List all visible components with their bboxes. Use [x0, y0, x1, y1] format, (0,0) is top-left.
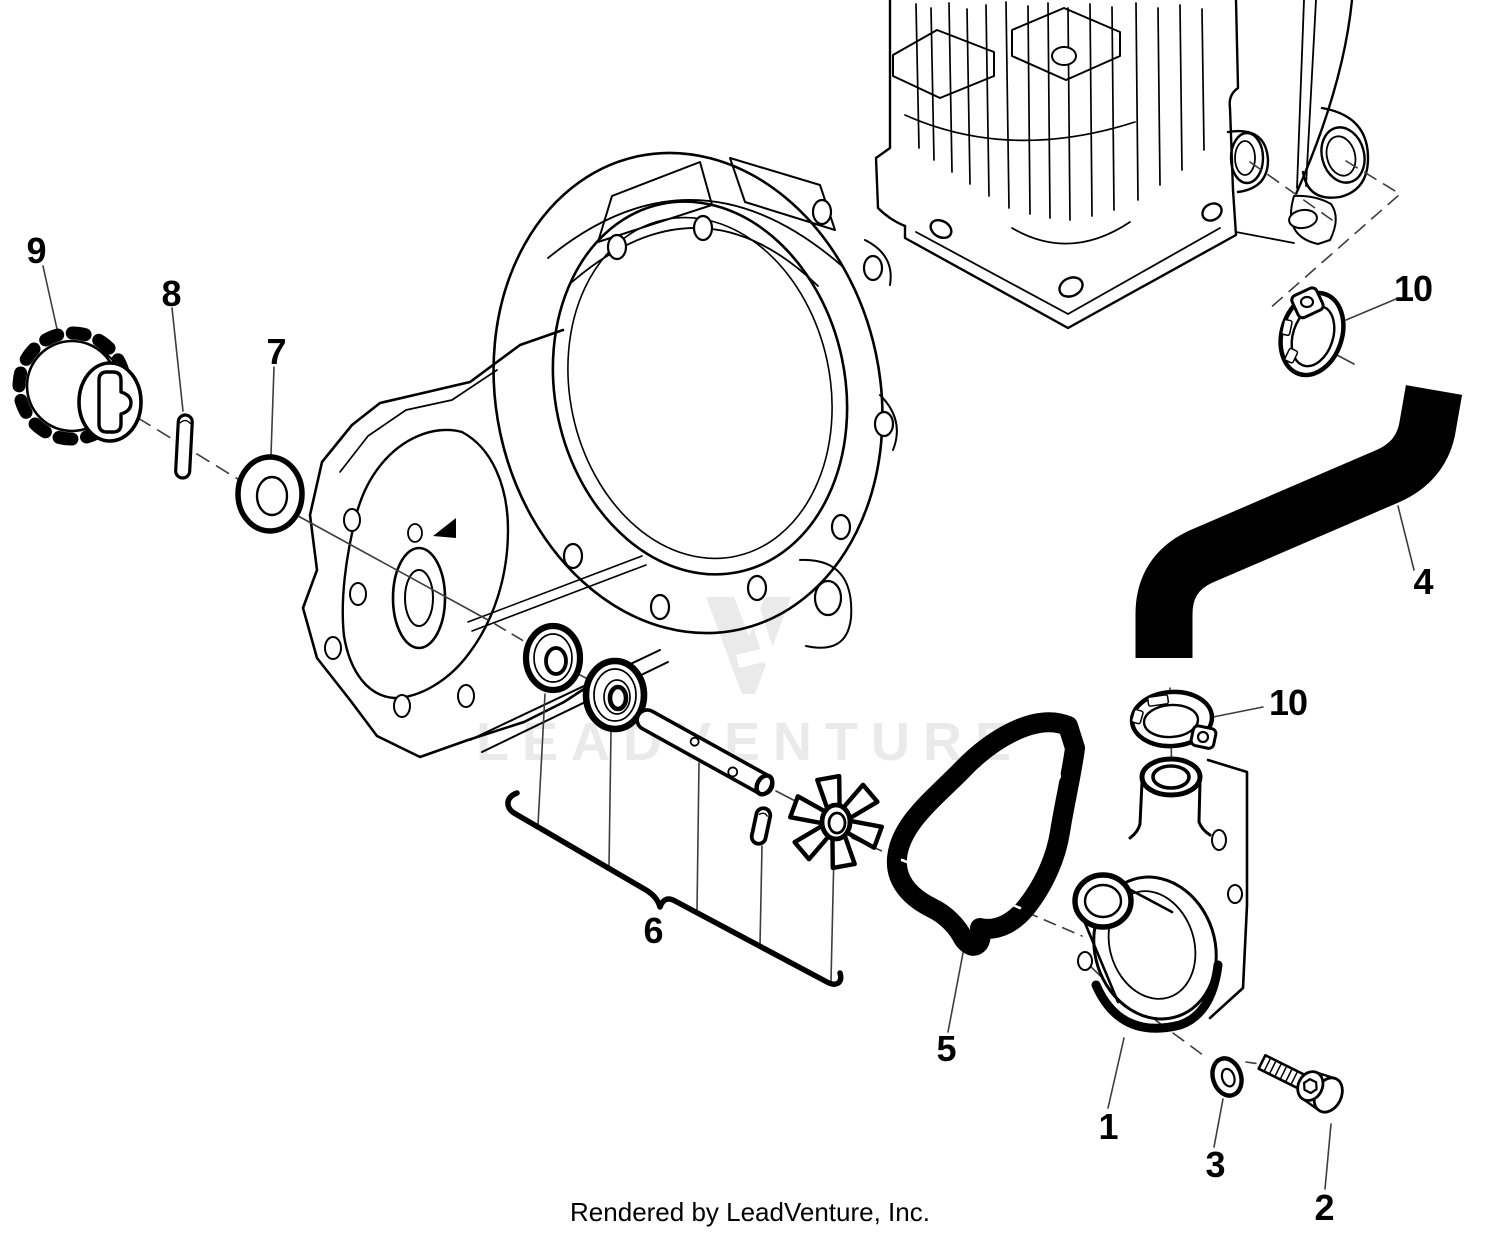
callout-1: 1 [1098, 1106, 1118, 1147]
callout-3: 3 [1205, 1144, 1225, 1185]
callout-7: 7 [266, 331, 286, 372]
oil-seal-drawing [522, 622, 584, 694]
leadventure-v-logo-icon [706, 590, 791, 700]
callout-4: 4 [1413, 561, 1433, 602]
callout-5: 5 [936, 1028, 956, 1069]
bearing-drawing [582, 657, 648, 733]
axis-and-leader-lines [42, 160, 1415, 1190]
washer-3-drawing [1210, 1056, 1244, 1098]
watermark-text: LEADVENTURE [476, 712, 1024, 772]
pump-shaft-drawing [635, 708, 775, 797]
hose-clamp-bottom-drawing [1129, 689, 1218, 750]
callout-2: 2 [1314, 1187, 1334, 1228]
impeller-drawing [788, 773, 884, 871]
callout-10-top: 10 [1393, 268, 1433, 309]
water-hose-drawing [1135, 385, 1463, 658]
callout-9: 9 [26, 230, 46, 271]
pump-gasket-drawing [886, 712, 1085, 956]
rendered-by-footer: Rendered by LeadVenture, Inc. [570, 1197, 930, 1227]
clutch-cover-drawing [301, 151, 898, 759]
bolt-drawing [1257, 1053, 1344, 1114]
leadventure-watermark: LEADVENTURE [476, 590, 1024, 772]
callout-10-bottom: 10 [1268, 682, 1308, 723]
engine-fragment-drawing [1235, 0, 1370, 245]
hose-clamp-top-drawing [1278, 286, 1346, 378]
group-6-bracket [505, 790, 844, 987]
dowel-pin-drawing [174, 413, 194, 480]
water-pump-gear-drawing [12, 326, 143, 446]
callout-8: 8 [161, 273, 181, 314]
impeller-key-pin-drawing [749, 806, 773, 846]
water-pump-housing-drawing [1072, 756, 1249, 1033]
callout-6: 6 [643, 910, 663, 951]
washer-7-drawing [235, 454, 305, 534]
cylinder-block-drawing [874, 0, 1270, 330]
